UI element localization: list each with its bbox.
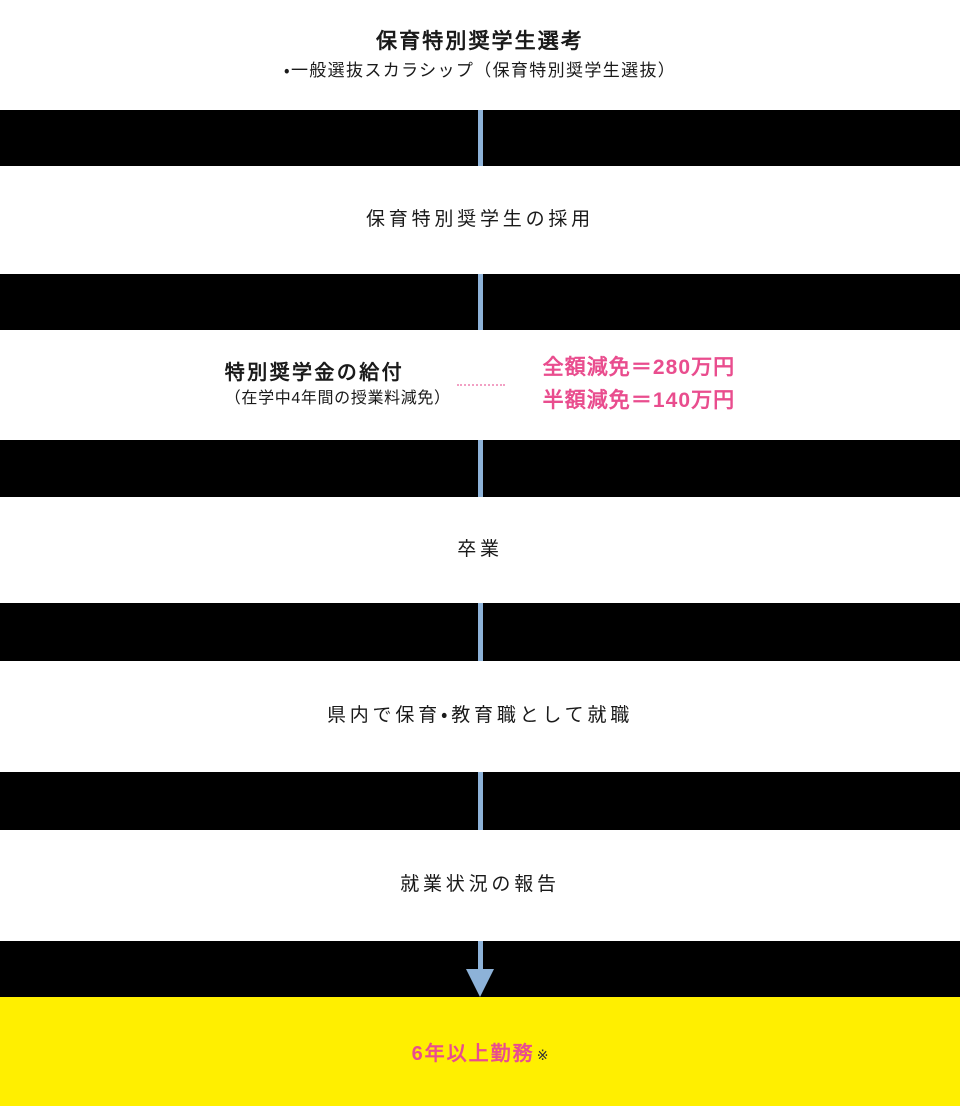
flow-title: 保育特別奨学生選考: [376, 29, 584, 53]
down-arrow-icon: [466, 969, 494, 997]
half-exemption-amount: 半額減免＝140万円: [542, 389, 736, 412]
flow-step-selection: 保育特別奨学生選考 ・一般選抜スカラシップ（保育特別奨学生選抜）: [0, 0, 960, 110]
step-label: 卒業: [457, 538, 503, 560]
flow-step-adoption: 保育特別奨学生の採用: [0, 166, 960, 274]
step-label: 保育特別奨学生の採用: [365, 208, 594, 230]
grant-text-block: 特別奨学金の給付 （在学中4年間の授業料減免）: [225, 360, 451, 411]
flow-step-employment: 県内で保育・教育職として就職: [0, 661, 960, 772]
full-exemption-amount: 全額減免＝280万円: [542, 356, 736, 380]
flow-step-grant: 特別奨学金の給付 （在学中4年間の授業料減免） 全額減免＝280万円 半額減免＝…: [0, 330, 960, 440]
flow-step-graduation: 卒業: [0, 497, 960, 603]
service-note-mark: ※: [536, 1047, 549, 1063]
service-label-text: 6年以上勤務: [411, 1043, 535, 1065]
grant-sublabel: （在学中4年間の授業料減免）: [224, 389, 451, 407]
flow-step-service: 6年以上勤務※: [0, 997, 960, 1106]
dotted-connector: [456, 384, 505, 386]
flow-subtitle: ・一般選抜スカラシップ（保育特別奨学生選抜）: [283, 60, 677, 80]
grant-label: 特別奨学金の給付: [224, 361, 404, 384]
service-label: 6年以上勤務※: [412, 1037, 549, 1066]
step-label: 県内で保育・教育職として就職: [326, 705, 634, 727]
grant-amounts-block: 全額減免＝280万円 半額減免＝140万円: [543, 352, 736, 417]
flow-step-report: 就業状況の報告: [0, 830, 960, 941]
step-label: 就業状況の報告: [400, 874, 560, 896]
